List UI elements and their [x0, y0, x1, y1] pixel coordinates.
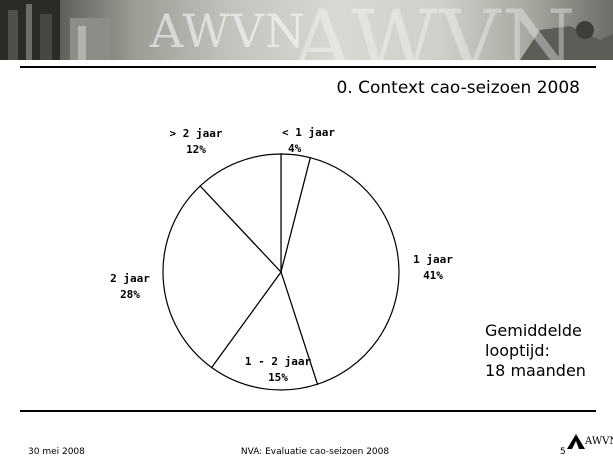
average-line-2: looptijd:: [485, 341, 550, 360]
awvn-logo-icon: [567, 434, 585, 449]
average-line-1: Gemiddelde: [485, 321, 582, 340]
bottom-divider: [20, 410, 596, 412]
banner-logo-watermark: AWVN: [292, 0, 578, 60]
pie-slice: [199, 153, 282, 274]
banner-logo-text: AWVN: [150, 4, 307, 58]
pie-slice: [280, 156, 400, 385]
header-banner: AWVN AWVN: [0, 0, 613, 60]
footer-title: NVA: Evaluatie cao-seizoen 2008: [240, 447, 390, 457]
footer-date: 30 mei 2008: [28, 447, 85, 457]
banner-photo-collage: [0, 0, 613, 60]
average-duration-note: Gemiddelde looptijd: 18 maanden: [485, 321, 586, 381]
slide-title: 0. Context cao-seizoen 2008: [336, 78, 580, 98]
page-number: 5: [560, 447, 566, 457]
top-divider: [20, 66, 596, 68]
pie-slice: [210, 270, 319, 391]
pie-slices: [162, 153, 400, 391]
average-line-3: 18 maanden: [485, 361, 586, 380]
pie-slice: [162, 185, 282, 369]
footer-logo-text: AWVN: [585, 436, 613, 447]
